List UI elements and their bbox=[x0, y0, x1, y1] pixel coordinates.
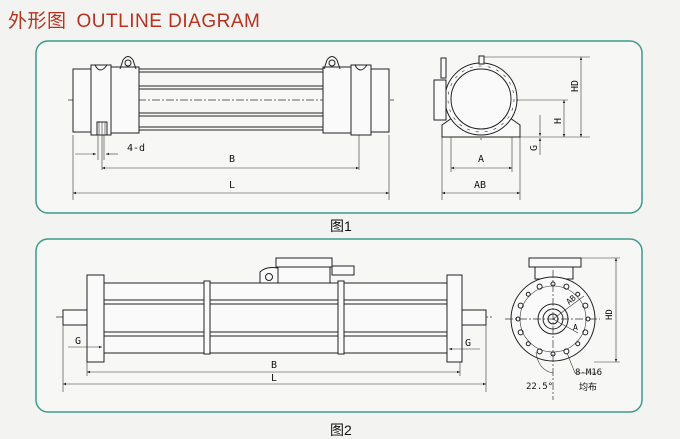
fig2-dim-b: B bbox=[271, 360, 277, 371]
bolt-hole bbox=[585, 316, 591, 322]
bolt-hole bbox=[517, 302, 524, 309]
fig2-dim-a: A bbox=[573, 323, 578, 332]
bolt-hole bbox=[515, 316, 521, 322]
bolt-hole bbox=[582, 302, 589, 309]
fig2-bolts-label: 8-M16 bbox=[575, 368, 602, 378]
fig1-dim-ab: AB bbox=[474, 180, 486, 191]
fig1-end-view: A AB HD H G bbox=[433, 55, 590, 200]
bolt-hole bbox=[582, 329, 589, 336]
bolt-hole bbox=[525, 291, 531, 297]
fig1-dim-g: G bbox=[529, 145, 540, 151]
bolt-hole bbox=[525, 341, 531, 347]
fig1-dim-b: B bbox=[229, 154, 235, 165]
fig1-side-view: 4-d B L bbox=[68, 56, 394, 200]
fig2-side-view: G G B L bbox=[56, 257, 492, 392]
fig2-dim-l: L bbox=[271, 373, 277, 384]
fig2-angle-label: 22.5° bbox=[526, 382, 553, 392]
fig1-dim-l: L bbox=[229, 180, 235, 191]
fig1-dim-hd: HD bbox=[570, 80, 581, 92]
figure2-caption: 图2 bbox=[330, 422, 352, 438]
fig1-hole-label: 4-d bbox=[127, 143, 145, 154]
fig2-end-view: AB A HD 22.5° 8-M16 均布 bbox=[505, 257, 620, 400]
bolt-hole bbox=[563, 283, 570, 290]
fig1-dim-a: A bbox=[478, 154, 484, 165]
bolt-hole bbox=[563, 348, 570, 355]
bolt-hole bbox=[550, 351, 556, 357]
bolt-hole bbox=[536, 348, 543, 355]
fig2-dim-g-left: G bbox=[75, 336, 81, 347]
bolt-hole bbox=[575, 291, 581, 297]
fig2-dim-g-right: G bbox=[465, 338, 471, 349]
fig1-dim-h: H bbox=[553, 118, 564, 124]
bolt-hole bbox=[550, 281, 556, 287]
title-en: OUTLINE DIAGRAM bbox=[77, 11, 261, 32]
bolt-hole bbox=[575, 341, 581, 347]
title-cn: 外形图 bbox=[8, 10, 67, 32]
fig2-dim-hd: HD bbox=[605, 309, 615, 320]
bolt-hole bbox=[517, 329, 524, 336]
bolt-hole bbox=[536, 283, 543, 290]
fig2-bolts-note: 均布 bbox=[579, 381, 597, 393]
page-title: 外形图 OUTLINE DIAGRAM bbox=[8, 10, 260, 32]
figure1-caption: 图1 bbox=[330, 218, 352, 234]
